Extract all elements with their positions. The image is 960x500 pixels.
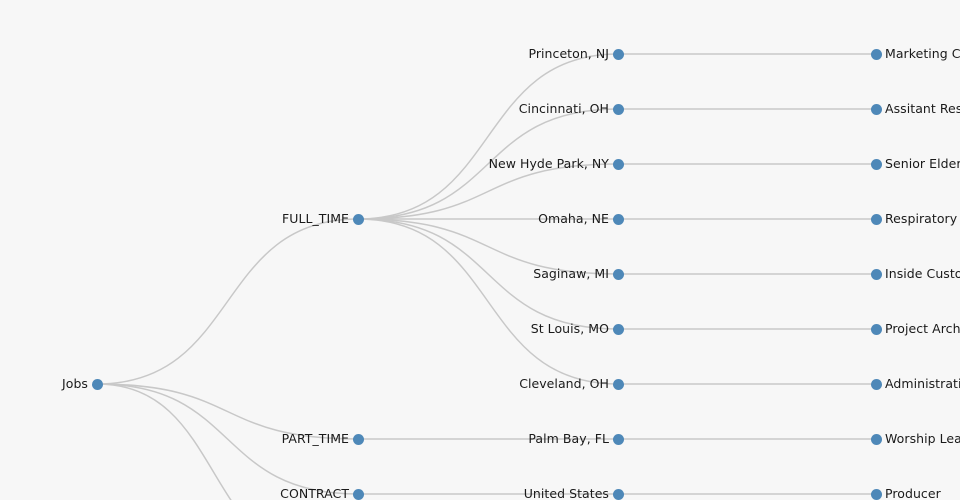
node-label: Omaha, NE <box>538 211 609 226</box>
node-label: Worship Lead <box>885 431 960 446</box>
node-label: FULL_TIME <box>282 211 349 226</box>
tree-edge <box>357 218 619 385</box>
node-label: Respiratory T <box>885 211 960 226</box>
node-label: Cincinnati, OH <box>518 101 609 116</box>
node-dot-icon[interactable] <box>612 158 624 170</box>
node-dot-icon[interactable] <box>870 433 882 445</box>
node-label: United States <box>523 486 609 500</box>
node-dot-icon[interactable] <box>612 213 624 225</box>
node-dot-icon[interactable] <box>870 488 882 500</box>
tree-edge <box>357 163 619 220</box>
node-dot-icon[interactable] <box>612 378 624 390</box>
node-dot-icon[interactable] <box>870 213 882 225</box>
node-label: Inside Custom <box>885 266 960 281</box>
tree-edge <box>357 53 619 220</box>
node-label: Senior Elder <box>885 156 960 171</box>
node-label: Marketing Co <box>885 46 960 61</box>
node-dot-icon[interactable] <box>870 378 882 390</box>
node-label: Palm Bay, FL <box>528 431 609 446</box>
node-label: New Hyde Park, NY <box>488 156 609 171</box>
node-dot-icon[interactable] <box>352 433 364 445</box>
node-dot-icon[interactable] <box>870 323 882 335</box>
node-dot-icon[interactable] <box>870 158 882 170</box>
node-label: Project Archi <box>885 321 960 336</box>
tree-edge <box>357 108 619 220</box>
node-label: Jobs <box>62 376 88 391</box>
node-label: St Louis, MO <box>530 321 609 336</box>
node-dot-icon[interactable] <box>612 433 624 445</box>
node-label: Assitant Rest <box>885 101 960 116</box>
tree-edge <box>96 218 359 385</box>
node-label: CONTRACT <box>280 486 349 500</box>
node-dot-icon[interactable] <box>612 268 624 280</box>
node-label: Saginaw, MI <box>533 266 609 281</box>
node-dot-icon[interactable] <box>612 48 624 60</box>
node-dot-icon[interactable] <box>870 268 882 280</box>
tree-edge <box>357 218 619 330</box>
tree-edge <box>96 383 232 500</box>
node-label: Producer <box>885 486 941 500</box>
node-label: Cleveland, OH <box>519 376 609 391</box>
node-dot-icon[interactable] <box>870 48 882 60</box>
node-dot-icon[interactable] <box>612 323 624 335</box>
node-dot-icon[interactable] <box>91 378 103 390</box>
tree-edge <box>357 218 619 275</box>
node-label: Princeton, NJ <box>528 46 609 61</box>
tree-edge <box>96 383 359 440</box>
node-label: Administrativ <box>885 376 960 391</box>
tree-edge <box>96 383 359 495</box>
node-label: PART_TIME <box>281 431 349 446</box>
node-dot-icon[interactable] <box>612 488 624 500</box>
node-dot-icon[interactable] <box>352 213 364 225</box>
node-dot-icon[interactable] <box>612 103 624 115</box>
node-dot-icon[interactable] <box>352 488 364 500</box>
node-dot-icon[interactable] <box>870 103 882 115</box>
